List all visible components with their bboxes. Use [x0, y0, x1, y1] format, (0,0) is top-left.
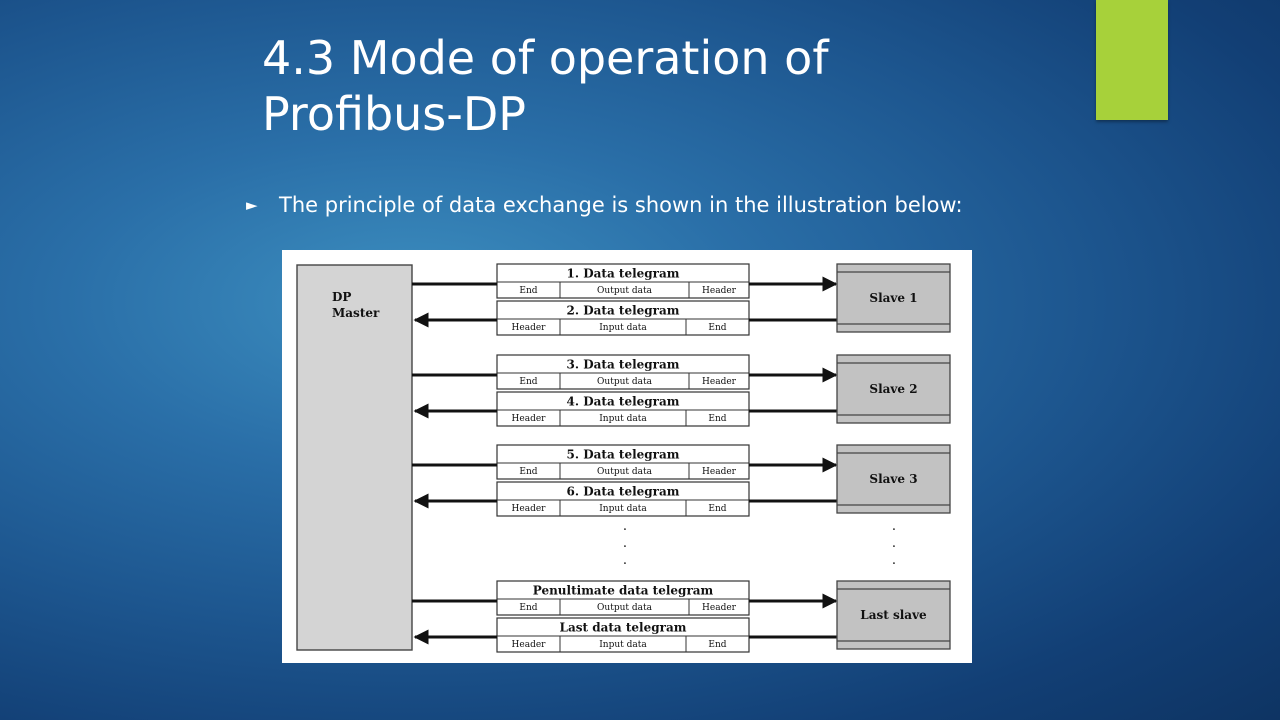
telegram-field: End — [519, 286, 537, 296]
telegram-field: Header — [512, 640, 547, 650]
telegram-field: Input data — [599, 323, 647, 333]
telegram-box-outgoing — [496, 580, 750, 616]
telegram-box-incoming — [496, 617, 750, 653]
slave-label: Slave 1 — [869, 291, 917, 305]
telegram-title: 5. Data telegram — [567, 448, 680, 462]
dp-master-label-line2: Master — [332, 306, 380, 320]
telegram-field: Input data — [599, 504, 647, 514]
telegram-field: End — [708, 323, 726, 333]
telegram-field: End — [708, 414, 726, 424]
bullet-text: The principle of data exchange is shown … — [279, 193, 963, 217]
telegram-title: Penultimate data telegram — [533, 584, 714, 598]
telegram-field: Header — [702, 286, 737, 296]
ellipsis-dot: . — [892, 536, 896, 551]
bullet-item: ► The principle of data exchange is show… — [246, 191, 1036, 219]
telegram-field: Output data — [597, 377, 653, 387]
telegram-field: Output data — [597, 286, 653, 296]
telegram-field: End — [708, 640, 726, 650]
telegram-box-outgoing — [496, 354, 750, 390]
telegram-box-incoming — [496, 391, 750, 427]
slave-box — [836, 444, 951, 514]
telegram-field: Output data — [597, 603, 653, 613]
ellipsis-dot: . — [892, 519, 896, 534]
slide-title: 4.3 Mode of operation of Profibus-DP — [262, 31, 829, 141]
ellipsis-dot: . — [623, 536, 627, 551]
telegram-box-outgoing — [496, 444, 750, 480]
accent-bar — [1096, 0, 1168, 120]
telegram-title: 4. Data telegram — [567, 395, 680, 409]
telegram-field: Input data — [599, 414, 647, 424]
slave-box — [836, 580, 951, 650]
telegram-title: 3. Data telegram — [567, 358, 680, 372]
ellipsis-dot: . — [623, 519, 627, 534]
telegram-field: End — [708, 504, 726, 514]
ellipsis-dot: . — [623, 553, 627, 568]
telegram-title: Last data telegram — [560, 621, 687, 635]
ellipsis-dot: . — [892, 553, 896, 568]
telegram-box-incoming — [496, 300, 750, 336]
slave-label: Slave 3 — [869, 472, 917, 486]
triangle-bullet-icon: ► — [246, 196, 258, 214]
telegram-field: End — [519, 467, 537, 477]
telegram-box-incoming — [496, 481, 750, 517]
telegram-title: 2. Data telegram — [567, 304, 680, 318]
telegram-field: Header — [512, 414, 547, 424]
dp-master-label-line1: DP — [332, 290, 351, 304]
telegram-title: 1. Data telegram — [567, 267, 680, 281]
telegram-field: Header — [512, 323, 547, 333]
telegram-field: End — [519, 603, 537, 613]
dp-master-box — [296, 264, 413, 651]
telegram-field: Output data — [597, 467, 653, 477]
telegram-field: Header — [702, 377, 737, 387]
telegram-field: Input data — [599, 640, 647, 650]
slave-box — [836, 354, 951, 424]
telegram-title: 6. Data telegram — [567, 485, 680, 499]
telegram-field: Header — [702, 603, 737, 613]
telegram-field: End — [519, 377, 537, 387]
slave-box — [836, 263, 951, 333]
telegram-field: Header — [512, 504, 547, 514]
slave-label: Last slave — [860, 608, 927, 622]
telegram-field: Header — [702, 467, 737, 477]
telegram-box-outgoing — [496, 263, 750, 299]
slave-label: Slave 2 — [869, 382, 917, 396]
